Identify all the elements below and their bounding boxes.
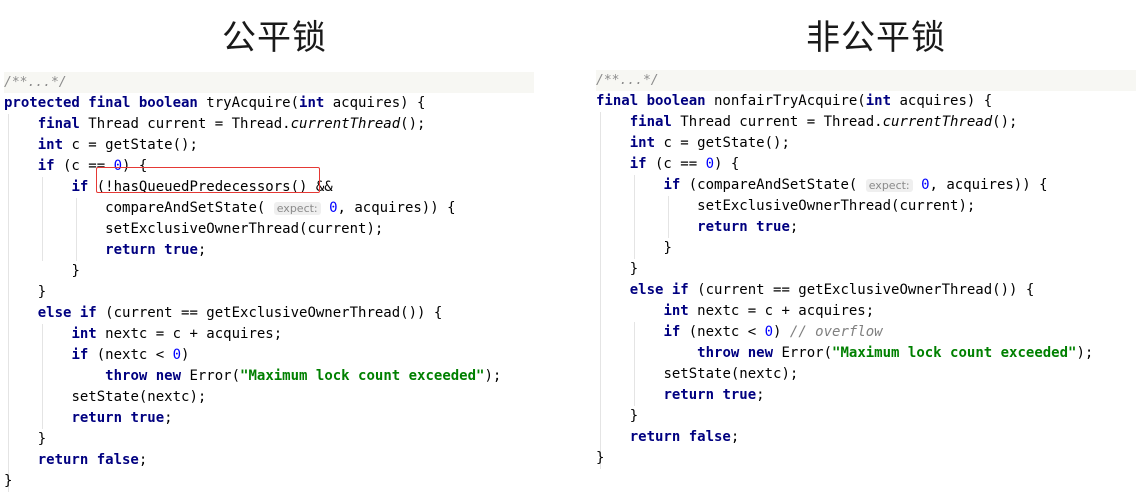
code-line: int nextc = c + acquires; bbox=[71, 326, 283, 342]
indent-guide bbox=[668, 196, 669, 238]
code-line: if (c == 0) { bbox=[629, 156, 740, 172]
indent-guide bbox=[8, 114, 9, 492]
code-line: return true; bbox=[697, 219, 799, 235]
code-line: } bbox=[629, 408, 639, 424]
indent-guide bbox=[42, 324, 43, 429]
indent-guide bbox=[634, 175, 635, 259]
code-line: final Thread current = Thread.currentThr… bbox=[37, 116, 426, 132]
code-line: int c = getState(); bbox=[37, 137, 198, 153]
code-line: compareAndSetState( expect: 0, acquires)… bbox=[105, 200, 456, 216]
code-line: return true; bbox=[71, 410, 173, 426]
code-line: if (c == 0) { bbox=[37, 158, 148, 174]
code-line: return false; bbox=[37, 452, 148, 468]
code-line: return true; bbox=[663, 387, 765, 403]
nonfair-code-block: /**...*/ final boolean nonfairTryAcquire… bbox=[596, 70, 1136, 469]
code-line: } bbox=[37, 284, 47, 300]
code-line: else if (current == getExclusiveOwnerThr… bbox=[629, 282, 1035, 298]
title-nonfair-lock: 非公平锁 bbox=[806, 18, 946, 58]
fold-comment[interactable]: /**...*/ bbox=[596, 70, 1136, 91]
code-line: setExclusiveOwnerThread(current); bbox=[697, 198, 976, 214]
code-line: if (nextc < 0) bbox=[71, 347, 190, 363]
code-line: throw new Error("Maximum lock count exce… bbox=[697, 345, 1094, 361]
indent-guide bbox=[634, 322, 635, 406]
fair-code-block: /**...*/ protected final boolean tryAcqu… bbox=[4, 72, 534, 492]
code-line: if (nextc < 0) // overflow bbox=[663, 324, 883, 340]
code-line: } bbox=[629, 261, 639, 277]
param-hint: expect: bbox=[273, 202, 321, 215]
code-line: } bbox=[663, 240, 672, 256]
code-line: else if (current == getExclusiveOwnerThr… bbox=[37, 305, 443, 321]
code-line: final Thread current = Thread.currentThr… bbox=[629, 114, 1018, 130]
param-hint: expect: bbox=[865, 179, 913, 192]
code-line: } bbox=[71, 263, 80, 279]
code-line: setState(nextc); bbox=[663, 366, 799, 382]
indent-guide bbox=[600, 112, 601, 469]
code-line: setState(nextc); bbox=[71, 389, 207, 405]
code-line: int nextc = c + acquires; bbox=[663, 303, 875, 319]
code-line: if (compareAndSetState( expect: 0, acqui… bbox=[663, 177, 1048, 193]
code-line: } bbox=[37, 431, 47, 447]
indent-guide bbox=[76, 198, 77, 261]
code-line: setExclusiveOwnerThread(current); bbox=[105, 221, 384, 237]
highlight-box bbox=[96, 167, 320, 193]
code-line: } bbox=[4, 473, 13, 489]
fold-comment[interactable]: /**...*/ bbox=[4, 72, 534, 93]
code-line: } bbox=[596, 450, 605, 466]
code-line: final boolean nonfairTryAcquire(int acqu… bbox=[596, 93, 993, 109]
code-line: int c = getState(); bbox=[629, 135, 790, 151]
code-line: if (!hasQueuedPredecessors() && bbox=[71, 179, 333, 195]
code-line: return true; bbox=[105, 242, 207, 258]
title-fair-lock: 公平锁 bbox=[222, 18, 327, 58]
code-line: protected final boolean tryAcquire(int a… bbox=[4, 95, 426, 111]
code-line: return false; bbox=[629, 429, 740, 445]
code-line: throw new Error("Maximum lock count exce… bbox=[105, 368, 502, 384]
indent-guide bbox=[42, 177, 43, 261]
